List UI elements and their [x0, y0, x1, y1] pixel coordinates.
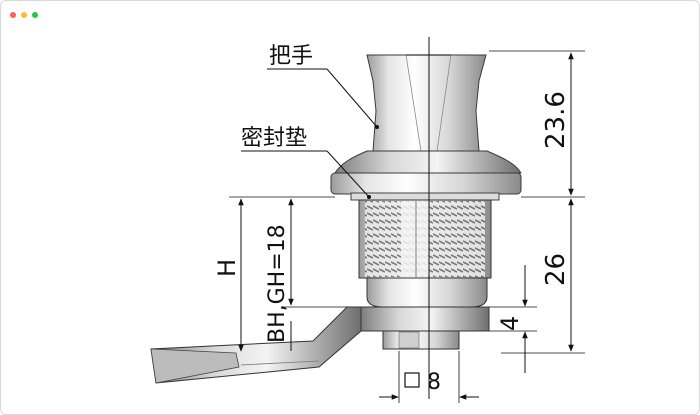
gasket-label: 密封垫 — [241, 126, 307, 151]
dim-small-gap-value: 4 — [496, 316, 524, 331]
flange-shape — [334, 150, 522, 174]
handle-label: 把手 — [269, 44, 313, 69]
handle-shape — [366, 54, 487, 160]
dim-square-drive-value: 8 — [427, 370, 441, 395]
dim-h-label: H — [213, 259, 241, 277]
handle-callout: 把手 — [267, 44, 379, 129]
dim-top-height-value: 23.6 — [541, 91, 571, 149]
minimize-window-dot[interactable] — [21, 12, 27, 18]
dim-top-height: 23.6 — [489, 50, 585, 198]
dim-bh-gh: BH,GH=18 — [265, 198, 347, 351]
square-symbol-icon — [404, 372, 420, 388]
cam-lock-body — [150, 54, 522, 384]
dim-small-gap: 4 — [489, 265, 537, 373]
window-titlebar — [1, 1, 699, 25]
dim-square-drive: 8 — [379, 351, 479, 403]
close-window-dot[interactable] — [10, 12, 16, 18]
dim-body-height: 26 — [501, 198, 585, 354]
gasket-callout: 密封垫 — [241, 126, 371, 199]
dim-body-height-value: 26 — [541, 253, 571, 286]
dim-bh-gh-label: BH,GH=18 — [265, 224, 290, 343]
gasket-shape — [350, 192, 500, 201]
maximize-window-dot[interactable] — [32, 12, 38, 18]
dim-h: H — [213, 196, 335, 352]
